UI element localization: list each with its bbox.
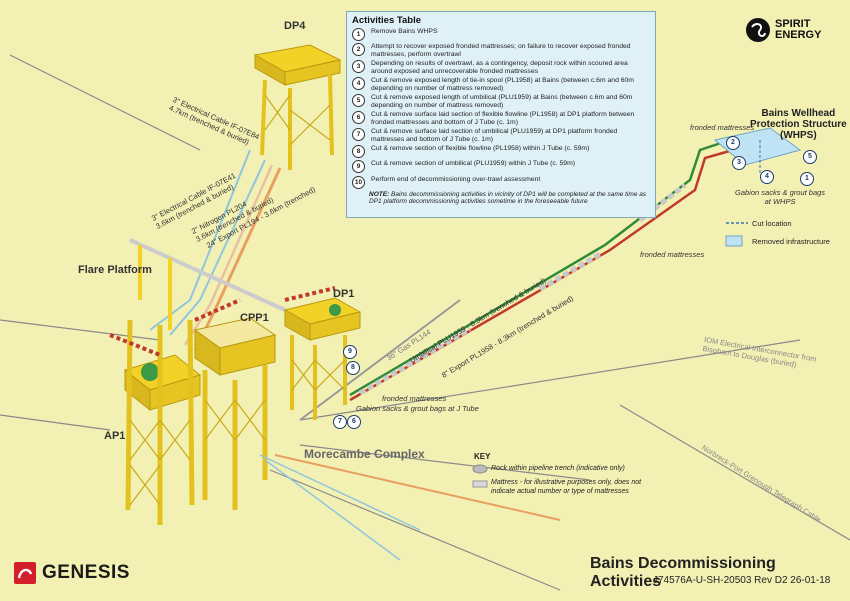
seabed-line bbox=[0, 319, 161, 341]
complex-export-line bbox=[274, 454, 561, 521]
removed-infra-key-icon bbox=[725, 235, 743, 247]
genesis-wordmark: GENESIS bbox=[42, 562, 130, 583]
marker-whps-4: 4 bbox=[760, 170, 774, 184]
cpp1-platform bbox=[193, 298, 277, 510]
gas-pl144-line bbox=[299, 299, 461, 421]
activities-title: Activities Table bbox=[352, 15, 421, 26]
dp4-platform bbox=[253, 44, 342, 170]
activity-row: 3 Depending on results of overtrawl, as a… bbox=[352, 60, 650, 75]
activity-text: Cut & remove section of flexible flowlin… bbox=[371, 145, 590, 153]
activity-text: Cut & remove surface laid section of umb… bbox=[371, 128, 618, 143]
activity-row: 6 Cut & remove surface laid section of fl… bbox=[352, 111, 650, 126]
seabed-line bbox=[299, 444, 591, 481]
marker-dp1-7: 7 bbox=[333, 415, 347, 429]
nitrogen-line bbox=[183, 164, 274, 346]
note-text: Bains decommissioning activities in vici… bbox=[369, 190, 647, 206]
ap1-platform bbox=[109, 319, 202, 525]
iom-cable-line bbox=[299, 339, 801, 421]
export-pl1958-line bbox=[349, 148, 734, 402]
activity-number: 3 bbox=[352, 60, 365, 74]
marker-whps-3: 3 bbox=[732, 156, 746, 170]
key-mattress: Mattress - for illustrative purposes onl… bbox=[491, 479, 642, 495]
activity-number: 4 bbox=[352, 77, 365, 91]
label-gabion-jtube: Gabion sacks & grout bags at J Tube bbox=[356, 404, 479, 413]
seabed-line bbox=[0, 414, 111, 431]
electrical-cable-line bbox=[169, 159, 266, 336]
marker-dp1-8: 8 bbox=[346, 361, 360, 375]
dp1-platform bbox=[283, 286, 362, 420]
label-dp1: DP1 bbox=[333, 288, 355, 300]
label-fronded-mid: fronded mattresses bbox=[640, 250, 705, 259]
activities-list: 1 Remove Bains WHPS 2 Attempt to recover ex… bbox=[352, 28, 650, 189]
activities-note: NOTE: Bains decommissioning activities i… bbox=[352, 191, 650, 206]
label-ap1: AP1 bbox=[104, 430, 126, 442]
activity-text: Depending on results of overtrawl, as a … bbox=[371, 60, 628, 75]
mattress-segment bbox=[538, 251, 602, 292]
activity-text: Perform end of decommissioning over-traw… bbox=[371, 175, 541, 183]
key-title: KEY bbox=[474, 452, 491, 461]
activity-text: Cut & remove exposed length of tie-in sp… bbox=[371, 77, 634, 92]
marker-dp1-9: 9 bbox=[343, 345, 357, 359]
activity-text: Cut & remove exposed length of umbilical… bbox=[371, 94, 633, 109]
activities-table: Activities Table 1 Remove Bains WHPS 2 Atte… bbox=[346, 11, 656, 218]
marker-whps-2: 2 bbox=[726, 136, 740, 150]
activity-number: 10 bbox=[352, 175, 365, 189]
marker-whps-1: 1 bbox=[800, 172, 814, 186]
flare-platform bbox=[129, 238, 286, 330]
label-fronded-top: fronded mattresses bbox=[690, 123, 755, 132]
activity-row: 10 Perform end of decommissioning over-tr… bbox=[352, 175, 650, 189]
legend-cut-location: Cut location bbox=[752, 219, 792, 228]
note-label: NOTE: bbox=[369, 190, 390, 198]
activity-row: 4 Cut & remove exposed length of tie-in s… bbox=[352, 77, 650, 92]
activity-row: 2 Attempt to recover exposed fronded matt… bbox=[352, 43, 650, 58]
activity-number: 9 bbox=[352, 160, 365, 174]
drawing-title: Bains Decommissioning Activities bbox=[590, 555, 776, 590]
activity-number: 7 bbox=[352, 128, 365, 142]
activity-number: 8 bbox=[352, 145, 365, 159]
label-cpp1: CPP1 bbox=[240, 312, 269, 324]
activity-text: Attempt to recover exposed fronded mattr… bbox=[371, 43, 631, 58]
activity-row: 9 Cut & remove section of umbilical (PLU1… bbox=[352, 160, 650, 174]
umbilical-pl1959-line bbox=[349, 138, 731, 397]
marker-dp1-6: 6 bbox=[347, 415, 361, 429]
label-morecambe-complex: Morecambe Complex bbox=[304, 447, 425, 461]
mattress-segment bbox=[358, 326, 472, 396]
activity-row: 8 Cut & remove section of flexible flowli… bbox=[352, 145, 650, 159]
activity-number: 5 bbox=[352, 94, 365, 108]
spirit-energy-icon bbox=[746, 18, 770, 42]
drawing-reference: J74576A-U-SH-20503 Rev D2 26-01-18 bbox=[653, 575, 831, 586]
activity-row: 7 Cut & remove surface laid section of um… bbox=[352, 128, 650, 143]
activity-text: Cut & remove surface laid section of fle… bbox=[371, 111, 635, 126]
key-rock: Rock within pipeline trench (indicative … bbox=[491, 465, 625, 472]
activity-text: Cut & remove section of umbilical (PLU19… bbox=[371, 160, 575, 168]
key-panel: KEY Rock within pipeline trench (indicat… bbox=[474, 452, 674, 495]
activity-number: 2 bbox=[352, 43, 365, 57]
telegraph-cable-line bbox=[619, 404, 850, 541]
label-flare-platform: Flare Platform bbox=[78, 264, 152, 276]
seabed-line bbox=[9, 54, 201, 151]
mattress-key-icon bbox=[472, 480, 488, 488]
label-dp4: DP4 bbox=[284, 20, 306, 32]
activity-row: 5 Cut & remove exposed length of umbilica… bbox=[352, 94, 650, 109]
activity-number: 1 bbox=[352, 28, 365, 41]
label-fronded-low: fronded mattresses bbox=[382, 394, 447, 403]
electrical-cable-line bbox=[149, 149, 251, 331]
activity-row: 1 Remove Bains WHPS bbox=[352, 28, 650, 41]
genesis-icon bbox=[14, 562, 36, 584]
genesis-logo: GENESIS bbox=[14, 562, 130, 584]
rock-key-icon bbox=[472, 464, 488, 474]
activity-number: 6 bbox=[352, 111, 365, 125]
complex-pipelines bbox=[259, 454, 421, 561]
marker-whps-5: 5 bbox=[803, 150, 817, 164]
seabed-line bbox=[269, 469, 561, 591]
legend-removed-infra: Removed infrastructure bbox=[752, 237, 830, 246]
activity-text: Remove Bains WHPS bbox=[371, 28, 438, 35]
